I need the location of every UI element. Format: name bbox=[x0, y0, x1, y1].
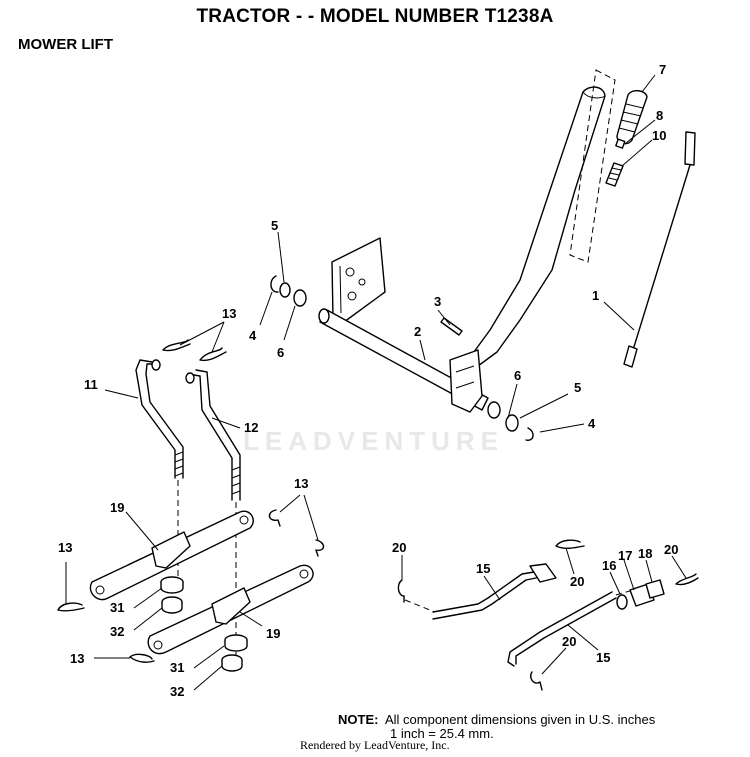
mounting-bracket bbox=[331, 237, 386, 323]
callout-11: 11 bbox=[84, 377, 98, 392]
callout-20-right: 20 bbox=[664, 542, 678, 557]
callout-20-mid: 20 bbox=[570, 574, 584, 589]
release-button bbox=[615, 138, 626, 149]
lift-link-left bbox=[135, 359, 184, 479]
hand-grip bbox=[616, 90, 648, 145]
right-bushing-set bbox=[487, 401, 534, 441]
callout-17: 17 bbox=[618, 548, 632, 563]
callout-7: 7 bbox=[659, 62, 666, 77]
callout-13-bottom: 13 bbox=[70, 651, 84, 666]
lift-arm-lower bbox=[147, 564, 314, 655]
section-title: MOWER LIFT bbox=[18, 36, 113, 53]
callout-13-mid: 13 bbox=[294, 476, 308, 491]
callout-15-lower: 15 bbox=[596, 650, 610, 665]
callout-4-left: 4 bbox=[249, 328, 257, 343]
callout-32-lower: 32 bbox=[170, 684, 184, 699]
note-label: NOTE: bbox=[338, 712, 379, 727]
lift-arm-upper bbox=[89, 510, 254, 601]
callout-labels: 7 8 10 1 3 2 5 4 6 6 5 4 13 11 12 13 19 … bbox=[58, 62, 678, 699]
lift-link-right bbox=[185, 369, 241, 501]
footer-credit: Rendered by LeadVenture, Inc. bbox=[300, 738, 450, 752]
adjuster-block bbox=[616, 579, 665, 610]
callout-20-left: 20 bbox=[392, 540, 406, 555]
callout-5-left: 5 bbox=[271, 218, 278, 233]
note-text: All component dimensions given in U.S. i… bbox=[384, 712, 656, 727]
handle-bracket bbox=[449, 349, 483, 413]
callout-12: 12 bbox=[244, 420, 258, 435]
hairpin-clip bbox=[57, 339, 325, 663]
push-rod bbox=[623, 131, 696, 368]
callout-16: 16 bbox=[602, 558, 616, 573]
callout-31-upper: 31 bbox=[110, 600, 124, 615]
callout-10: 10 bbox=[652, 128, 666, 143]
spacer-washers bbox=[160, 576, 248, 672]
callout-31-lower: 31 bbox=[170, 660, 184, 675]
compression-spring bbox=[605, 162, 624, 187]
callout-3: 3 bbox=[434, 294, 441, 309]
lift-handle bbox=[467, 69, 616, 367]
callout-6-right: 6 bbox=[514, 368, 521, 383]
watermark-text: LEADVENTURE bbox=[243, 426, 505, 456]
callout-15-upper: 15 bbox=[476, 561, 490, 576]
callout-13-top: 13 bbox=[222, 306, 236, 321]
callout-8: 8 bbox=[656, 108, 663, 123]
callout-19-lower: 19 bbox=[266, 626, 280, 641]
callout-18: 18 bbox=[638, 546, 652, 561]
callout-5-right: 5 bbox=[574, 380, 581, 395]
callout-19-upper: 19 bbox=[110, 500, 124, 515]
cross-shaft bbox=[318, 308, 489, 411]
callout-1: 1 bbox=[592, 288, 599, 303]
callout-32-upper: 32 bbox=[110, 624, 124, 639]
lift-rod-upper bbox=[432, 563, 557, 620]
callout-6-left: 6 bbox=[277, 345, 284, 360]
alignment-line-rod bbox=[404, 599, 436, 613]
page-title: TRACTOR - - MODEL NUMBER T1238A bbox=[196, 6, 554, 27]
leader-lines bbox=[65, 74, 687, 691]
note-line-2: 1 inch = 25.4 mm. bbox=[390, 726, 494, 741]
cotter-pins bbox=[397, 539, 699, 691]
note-line-1: NOTE: All component dimensions given in … bbox=[338, 712, 655, 727]
left-bushing-set bbox=[270, 275, 307, 307]
callout-4-right: 4 bbox=[588, 416, 596, 431]
callout-2: 2 bbox=[414, 324, 421, 339]
callout-13-left: 13 bbox=[58, 540, 72, 555]
clevis-pin bbox=[440, 317, 463, 336]
callout-20-bottom: 20 bbox=[562, 634, 576, 649]
